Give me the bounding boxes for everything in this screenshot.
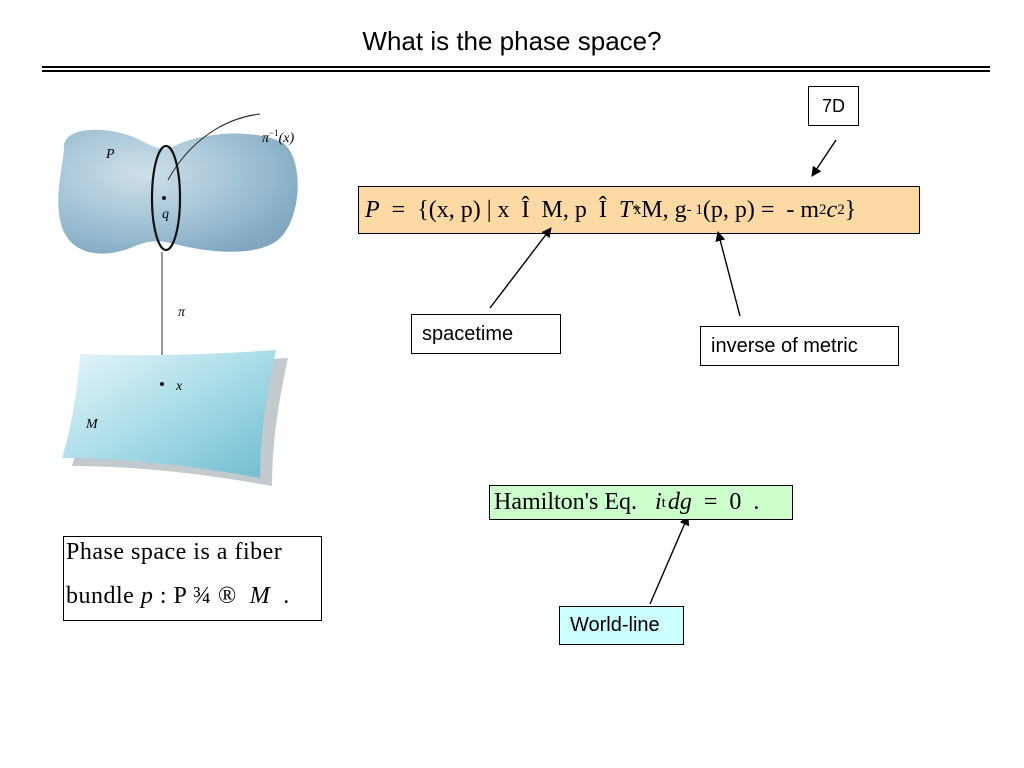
hamilton-dg: dg xyxy=(667,489,692,515)
arrow-inverse-metric xyxy=(715,231,741,317)
formula-in2: Î xyxy=(598,196,607,223)
hamilton-i: i xyxy=(654,489,662,515)
hamilton-eq: = xyxy=(703,489,718,515)
formula-close: } xyxy=(844,196,857,223)
slide-title: What is the phase space? xyxy=(362,26,662,56)
fiber-line2-b: : P ¾ ® xyxy=(159,583,237,609)
phase-space-blob xyxy=(58,129,298,254)
formula-c: c xyxy=(826,196,838,223)
callout-world-line: World-line xyxy=(559,606,684,645)
formula-M: M, p xyxy=(541,196,587,223)
callout-spacetime: spacetime xyxy=(411,314,561,354)
point-x xyxy=(160,382,164,386)
fiber-bundle-statement: Phase space is a fiber bundle p : P ¾ ® … xyxy=(63,536,322,621)
title-rule-top xyxy=(42,66,990,68)
label-pi: π xyxy=(178,305,186,320)
label-x: x xyxy=(175,379,183,394)
fiber-line-1: Phase space is a fiber xyxy=(66,539,283,565)
formula-pp: (p, p) = xyxy=(702,196,775,223)
label-M: M xyxy=(85,417,99,432)
formula-eq: = xyxy=(391,196,406,223)
formula-lhs: P xyxy=(365,196,380,223)
label-q: q xyxy=(162,207,169,222)
fiber-bundle-figure: P q π−1(x) π x M xyxy=(58,113,298,486)
label-fiber: π−1(x) xyxy=(262,128,294,146)
arrow-spacetime xyxy=(489,227,552,309)
arrow-7d xyxy=(811,139,837,177)
formula-T: T xyxy=(618,196,633,223)
fiber-line2-M: M xyxy=(249,583,271,609)
hamilton-dot: . xyxy=(753,489,760,515)
fiber-line2-p: p xyxy=(140,583,154,609)
fiber-ellipse xyxy=(150,144,182,252)
fiber-leader xyxy=(167,113,261,181)
base-manifold xyxy=(62,350,276,478)
formula-M2: M, g xyxy=(641,196,687,223)
title-rule-bottom xyxy=(42,70,990,72)
formula-neg: - m xyxy=(786,196,820,223)
formula-in1: Î xyxy=(521,196,530,223)
label-P: P xyxy=(105,147,115,162)
arrow-world-line xyxy=(649,515,690,605)
hamilton-text: Hamilton's Eq. xyxy=(494,489,637,515)
fiber-line2-dot: . xyxy=(283,583,290,609)
point-q xyxy=(162,196,166,200)
callout-7d: 7D xyxy=(808,86,859,126)
formula-set-open: {(x, p) | x xyxy=(417,196,510,223)
fiber-line2-a: bundle xyxy=(66,583,135,609)
fiber-line-2: bundle p : P ¾ ® M . xyxy=(66,581,321,625)
hamilton-zero: 0 xyxy=(729,489,742,515)
callout-inverse-metric: inverse of metric xyxy=(700,326,899,366)
